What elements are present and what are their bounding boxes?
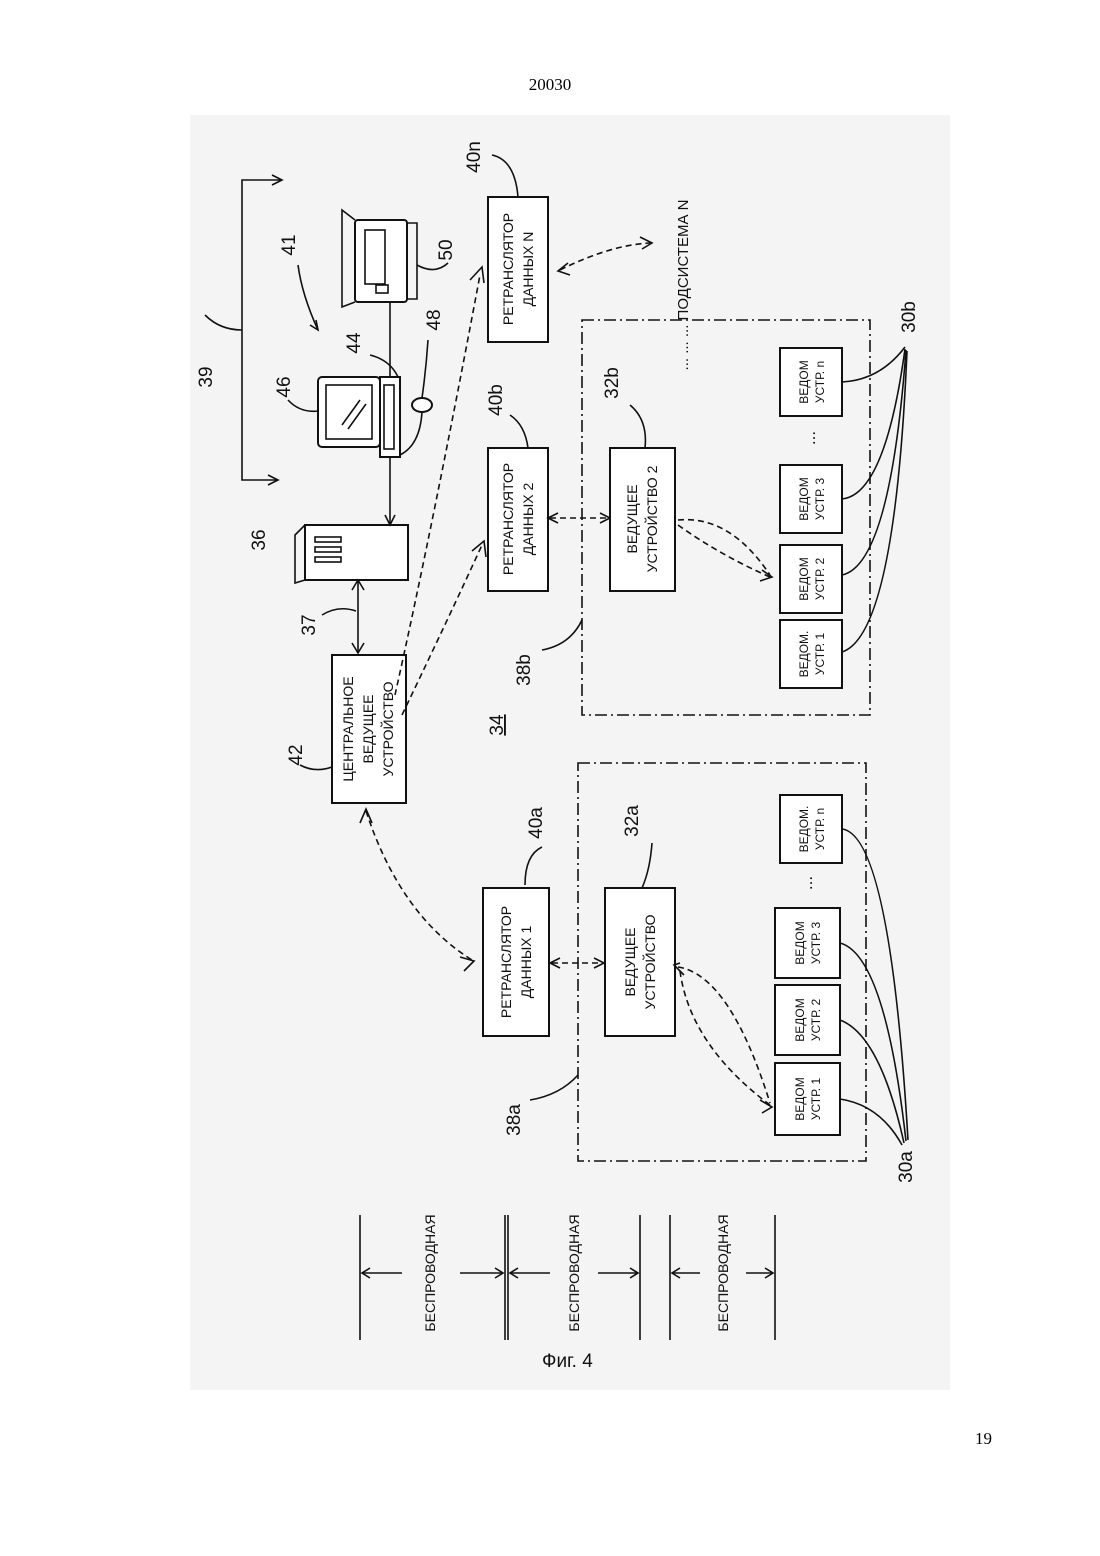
svg-text:ВЕДОМ: ВЕДОМ: [797, 360, 811, 403]
svg-text:ДАННЫХ 1: ДАННЫХ 1: [518, 926, 534, 999]
ref-40n: 40n: [464, 141, 485, 173]
ref-37: 37: [299, 614, 320, 635]
ref-32b: 32b: [602, 367, 623, 399]
ref-34: 34: [487, 714, 508, 736]
keyboard-icon: [380, 377, 400, 457]
svg-text:УСТР. n: УСТР. n: [813, 361, 827, 403]
svg-text:УСТР. 3: УСТР. 3: [809, 922, 823, 965]
svg-text:БЕСПРОВОДНАЯ: БЕСПРОВОДНАЯ: [715, 1214, 731, 1331]
ref-46: 46: [274, 376, 295, 397]
svg-text:УСТР. 2: УСТР. 2: [809, 999, 823, 1042]
svg-text:УСТР. n: УСТР. n: [813, 808, 827, 850]
network-block-diagram: 39 41 46 44 48 50 36: [190, 115, 950, 1390]
laptop-icon: [355, 220, 407, 302]
svg-text:ВЕДОМ.: ВЕДОМ.: [797, 806, 811, 853]
svg-text:ВЕДУЩЕЕ: ВЕДУЩЕЕ: [624, 484, 640, 553]
svg-text:ДАННЫХ N: ДАННЫХ N: [520, 232, 536, 307]
ref-32a: 32a: [622, 805, 643, 837]
ref-40b: 40b: [486, 384, 507, 416]
figure-4: 39 41 46 44 48 50 36: [190, 115, 950, 1390]
document-number: 20030: [0, 75, 1100, 95]
svg-text:ВЕДОМ: ВЕДОМ: [797, 477, 811, 520]
ref-38a: 38a: [504, 1104, 525, 1136]
svg-text:УСТРОЙСТВО: УСТРОЙСТВО: [379, 681, 396, 776]
relay-1: РЕТРАНСЛЯТОР ДАННЫХ 1: [483, 888, 549, 1036]
slave-b-2: ВЕДОМ УСТР. 2: [780, 545, 842, 613]
svg-text:УСТР. 3: УСТР. 3: [813, 478, 827, 521]
subsystem-n-label: ... ... ... ПОДСИСТЕМА N: [675, 200, 692, 371]
ref-30b: 30b: [899, 301, 920, 333]
svg-text:БЕСПРОВОДНАЯ: БЕСПРОВОДНАЯ: [566, 1214, 582, 1331]
svg-text:РЕТРАНСЛЯТОР: РЕТРАНСЛЯТОР: [500, 463, 516, 575]
svg-text:УСТР. 1: УСТР. 1: [809, 1078, 823, 1121]
ref-50: 50: [436, 239, 457, 260]
page-number: 19: [975, 1429, 992, 1449]
wireless-link-central-relay-1: [366, 811, 472, 960]
wireless-span-1: БЕСПРОВОДНАЯ: [360, 1214, 505, 1340]
server-36: [295, 525, 408, 583]
svg-text:УСТРОЙСТВО: УСТРОЙСТВО: [641, 914, 658, 1009]
central-master-42: ЦЕНТРАЛЬНОЕ ВЕДУЩЕЕ УСТРОЙСТВО: [332, 655, 406, 803]
slave-a-3: ВЕДОМ УСТР. 3: [775, 908, 840, 978]
slave-a-1: ВЕДОМ УСТР. 1: [775, 1063, 840, 1135]
svg-text:ВЕДОМ.: ВЕДОМ.: [797, 631, 811, 678]
ref-44: 44: [344, 332, 365, 354]
ref-41: 41: [279, 234, 300, 255]
svg-text:УСТР. 2: УСТР. 2: [813, 558, 827, 601]
slaves-b-ellipsis: ...: [800, 431, 819, 445]
master-device-a: ВЕДУЩЕЕ УСТРОЙСТВО: [605, 888, 675, 1036]
svg-text:ВЕДОМ: ВЕДОМ: [793, 998, 807, 1041]
svg-text:ВЕДУЩЕЕ: ВЕДУЩЕЕ: [360, 694, 376, 763]
slave-b-n: ВЕДОМ УСТР. n: [780, 348, 842, 416]
mouse-icon: [412, 398, 432, 412]
relay-n: РЕТРАНСЛЯТОР ДАННЫХ N: [488, 197, 548, 342]
svg-text:РЕТРАНСЛЯТОР: РЕТРАНСЛЯТОР: [500, 213, 516, 325]
master-device-2: ВЕДУЩЕЕ УСТРОЙСТВО 2: [610, 448, 675, 591]
svg-text:ЦЕНТРАЛЬНОЕ: ЦЕНТРАЛЬНОЕ: [340, 676, 356, 781]
slave-a-n: ВЕДОМ. УСТР. n: [780, 795, 842, 863]
svg-text:ДАННЫХ 2: ДАННЫХ 2: [520, 483, 536, 556]
svg-text:ВЕДОМ: ВЕДОМ: [797, 557, 811, 600]
slave-b-1: ВЕДОМ. УСТР. 1: [780, 620, 842, 688]
wireless-span-3: БЕСПРОВОДНАЯ: [670, 1214, 775, 1340]
bracket-39: 39: [196, 175, 282, 485]
svg-text:ВЕДУЩЕЕ: ВЕДУЩЕЕ: [622, 927, 638, 996]
slave-a-2: ВЕДОМ УСТР. 2: [775, 985, 840, 1055]
svg-text:РЕТРАНСЛЯТОР: РЕТРАНСЛЯТОР: [498, 906, 514, 1018]
monitor-icon: [318, 377, 380, 447]
svg-text:УСТРОЙСТВО 2: УСТРОЙСТВО 2: [643, 465, 660, 572]
ref-39: 39: [196, 366, 217, 387]
relay-2: РЕТРАНСЛЯТОР ДАННЫХ 2: [488, 448, 548, 591]
ref-36: 36: [249, 529, 270, 550]
wireless-link-central-relay-2: [402, 545, 482, 715]
slaves-a-ellipsis: ...: [797, 876, 816, 890]
ref-30a: 30a: [896, 1151, 917, 1183]
leader-41: [298, 265, 318, 330]
svg-text:ВЕДОМ: ВЕДОМ: [793, 921, 807, 964]
ref-38b: 38b: [514, 654, 535, 686]
workstation-46: [318, 377, 432, 520]
slave-b-3: ВЕДОМ УСТР. 3: [780, 465, 842, 533]
svg-text:БЕСПРОВОДНАЯ: БЕСПРОВОДНАЯ: [422, 1214, 438, 1331]
figure-caption: Фиг. 4: [542, 1351, 593, 1372]
svg-text:УСТР. 1: УСТР. 1: [813, 633, 827, 676]
ref-40a: 40a: [526, 807, 547, 839]
svg-text:ВЕДОМ: ВЕДОМ: [793, 1077, 807, 1120]
wireless-link-central-relay-n: [395, 275, 480, 695]
ref-48: 48: [424, 309, 445, 330]
wireless-span-2: БЕСПРОВОДНАЯ: [508, 1214, 640, 1340]
ref-42: 42: [286, 744, 307, 765]
